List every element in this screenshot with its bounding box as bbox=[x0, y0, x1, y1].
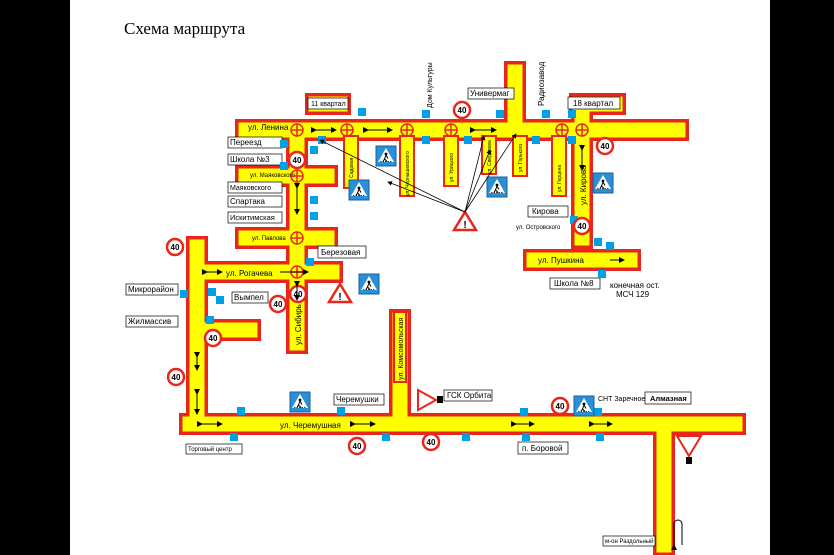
street-sadovaya: ул. Садовая bbox=[349, 157, 355, 186]
u-turn-arrows bbox=[610, 257, 683, 550]
stop-kirova: Кирова bbox=[532, 207, 559, 216]
stop-p-borovoy: п. Боровой bbox=[522, 444, 562, 453]
stop-berezovaya: Березовая bbox=[321, 248, 360, 257]
stop-almaznaya: Алмазная bbox=[650, 394, 687, 403]
speed-sign-9: 40 bbox=[166, 367, 186, 387]
street-uritskogo: ул. Урицкого bbox=[449, 153, 455, 182]
street-kirova: ул. Кирова bbox=[579, 165, 588, 205]
stop-gsk-orbita: ГСК Орбита bbox=[447, 391, 492, 400]
speed-sign-8: 40 bbox=[203, 328, 223, 348]
street-mayakovskogo: ул. Маяковского bbox=[250, 173, 296, 179]
stop-konechnaya-line2: МСЧ 129 bbox=[616, 290, 650, 299]
stop-snt-zarechnoe: СНТ Заречное bbox=[598, 396, 645, 403]
street-gorkogo: ул. Горького bbox=[518, 144, 524, 172]
warning-triangle-icon-1: ! bbox=[451, 209, 479, 232]
speed-sign-5: 40 bbox=[165, 237, 185, 257]
street-labels: ул. Ленина ул. Маяковского ул. Павлова у… bbox=[226, 123, 588, 430]
warning-triangle-icon-2: ! bbox=[326, 281, 354, 304]
crosswalk-icon-6 bbox=[289, 391, 311, 413]
speed-limit-value: 40 bbox=[458, 106, 467, 115]
street-komsomolskaya: ул. Комсомольская bbox=[398, 318, 405, 380]
speed-sign-12: 40 bbox=[550, 396, 570, 416]
speed-limit-value: 40 bbox=[578, 222, 587, 231]
intersection-8 bbox=[290, 231, 304, 245]
intersection-markers bbox=[290, 123, 589, 279]
street-pavlova: ул. Павлова bbox=[252, 236, 286, 242]
stop-mayakovskogo: Маяковского bbox=[230, 185, 271, 192]
yield-sign-icon-1 bbox=[417, 388, 443, 412]
stop-shkola-8: Школа №8 bbox=[554, 279, 594, 288]
speed-limit-value: 40 bbox=[293, 156, 302, 165]
stop-mikrorayon: Микрорайон bbox=[128, 285, 174, 294]
bus-stops bbox=[180, 108, 614, 441]
intersection-1 bbox=[290, 123, 304, 137]
speed-limit-value: 40 bbox=[556, 402, 565, 411]
speed-sign-3: 40 bbox=[595, 136, 615, 156]
street-chernyshevskogo: ул. Чернышевского bbox=[405, 151, 411, 196]
crosswalk-icon-2 bbox=[348, 179, 370, 201]
stop-vympel: Вымпел bbox=[234, 293, 264, 302]
stop-18-kvartal: 18 квартал bbox=[573, 99, 614, 108]
stop-iskitimskaya: Искитимская bbox=[230, 213, 275, 222]
stop-pereezd: Переезд bbox=[230, 138, 262, 147]
speed-sign-11: 40 bbox=[421, 432, 441, 452]
crosswalk-icon-5 bbox=[358, 273, 380, 295]
warning-signs: ! ! bbox=[326, 209, 703, 464]
stop-univermag: Универмаг bbox=[470, 89, 510, 98]
intersection-3 bbox=[400, 123, 414, 137]
stop-mkr-razdolny: м-он Раздольный bbox=[605, 538, 653, 545]
intersection-7 bbox=[290, 169, 304, 183]
side-streets bbox=[343, 135, 567, 383]
street-gertsena: ул. Герцена bbox=[557, 165, 563, 192]
route-map: ул. Ленина ул. Маяковского ул. Павлова у… bbox=[125, 61, 746, 555]
speed-sign-4: 40 bbox=[572, 216, 592, 236]
street-rogacheva: ул. Рогачева bbox=[226, 269, 273, 278]
stop-labels: 11 квартал Дом Культуры Универмаг Радиоз… bbox=[125, 61, 692, 547]
street-pushkina: ул. Пушкина bbox=[538, 256, 584, 265]
street-sverdlova: ул. Свердлова bbox=[487, 140, 493, 174]
yield-sign-icon-2 bbox=[675, 435, 703, 464]
stop-radiozavod: Радиозавод bbox=[537, 61, 546, 106]
speed-limit-value: 40 bbox=[353, 442, 362, 451]
street-cheremushnaya: ул. Черемушная bbox=[280, 421, 341, 430]
stop-spartaka: Спартака bbox=[230, 197, 266, 206]
intersection-6 bbox=[575, 123, 589, 137]
speed-sign-7: 40 bbox=[288, 284, 308, 304]
pointer-lines bbox=[319, 133, 517, 213]
crosswalk-icon-1 bbox=[375, 145, 397, 167]
crosswalk-icon-3 bbox=[486, 176, 508, 198]
crosswalk-icon-4 bbox=[592, 172, 614, 194]
speed-sign-10: 40 bbox=[347, 436, 367, 456]
stop-11-kvartal: 11 квартал bbox=[311, 101, 346, 108]
stop-torgovy-tsentr: Торговый центр bbox=[188, 446, 233, 453]
intersection-2 bbox=[340, 123, 354, 137]
speed-limit-value: 40 bbox=[601, 142, 610, 151]
stop-zhilmassiv: Жилмассив bbox=[128, 317, 171, 326]
street-lenina: ул. Ленина bbox=[248, 123, 289, 132]
speed-sign-1: 40 bbox=[287, 150, 307, 170]
svg-text:!: ! bbox=[338, 292, 341, 303]
crosswalk-icon-7 bbox=[573, 395, 595, 417]
stop-dom-kultury: Дом Культуры bbox=[427, 62, 434, 108]
route-scheme-page: Схема маршрута bbox=[70, 0, 770, 555]
intersection-4 bbox=[444, 123, 458, 137]
intersection-5 bbox=[555, 123, 569, 137]
speed-sign-6: 40 bbox=[268, 294, 288, 314]
street-sibir: ул. Сибирь bbox=[294, 304, 303, 345]
svg-text:!: ! bbox=[463, 220, 466, 231]
speed-sign-2: 40 bbox=[452, 100, 472, 120]
traffic-arrows bbox=[194, 127, 613, 427]
speed-limit-value: 40 bbox=[274, 300, 283, 309]
street-ostrovskogo: ул. Островского bbox=[516, 225, 561, 231]
speed-limit-value: 40 bbox=[427, 438, 436, 447]
speed-limit-value: 40 bbox=[294, 290, 303, 299]
speed-limit-value: 40 bbox=[171, 243, 180, 252]
stop-shkola-3: Школа №3 bbox=[230, 155, 270, 164]
speed-limit-value: 40 bbox=[172, 373, 181, 382]
speed-limit-value: 40 bbox=[209, 334, 218, 343]
stop-cheremushki: Черемушки bbox=[336, 395, 379, 404]
page-title: Схема маршрута bbox=[124, 19, 246, 38]
stop-konechnaya-line1: конечная ост. bbox=[610, 281, 660, 290]
